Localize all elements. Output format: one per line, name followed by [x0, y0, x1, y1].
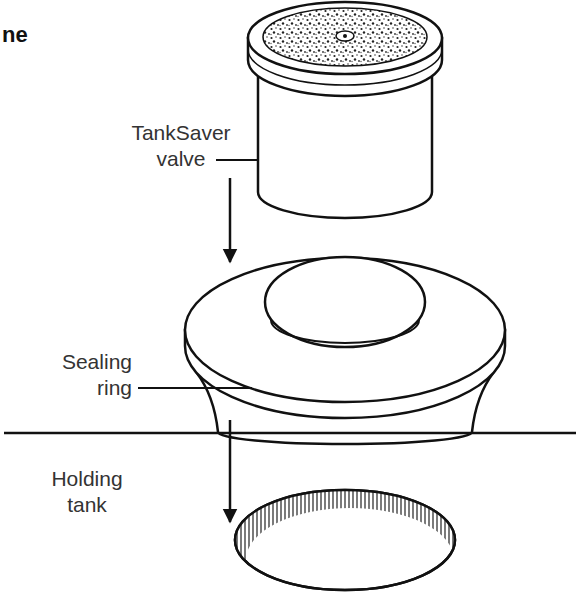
ring-inner-edge — [271, 320, 419, 343]
leader-line — [216, 159, 257, 161]
valve-center-dot — [343, 34, 347, 38]
part-name: Holding tank — [42, 466, 132, 518]
valve-center — [336, 31, 354, 41]
holding-tank-hole — [235, 490, 455, 601]
tank-surface-line — [4, 432, 576, 435]
filter-disc — [263, 8, 427, 66]
part-name: Sealing ring — [46, 349, 132, 401]
ring-hole — [265, 257, 425, 347]
assembly-arrow — [229, 420, 232, 522]
sealing-ring — [185, 257, 505, 444]
valve-top — [248, 2, 442, 74]
ring-top — [185, 258, 505, 402]
hole-hatching — [235, 490, 455, 601]
heading-fragment: ne — [2, 22, 62, 48]
leader-line — [138, 387, 252, 389]
tank-hole-rim — [235, 490, 455, 590]
part-name: TankSaver valve — [122, 120, 240, 172]
assembly-arrow — [229, 178, 232, 262]
tanksaver-valve — [248, 2, 442, 218]
